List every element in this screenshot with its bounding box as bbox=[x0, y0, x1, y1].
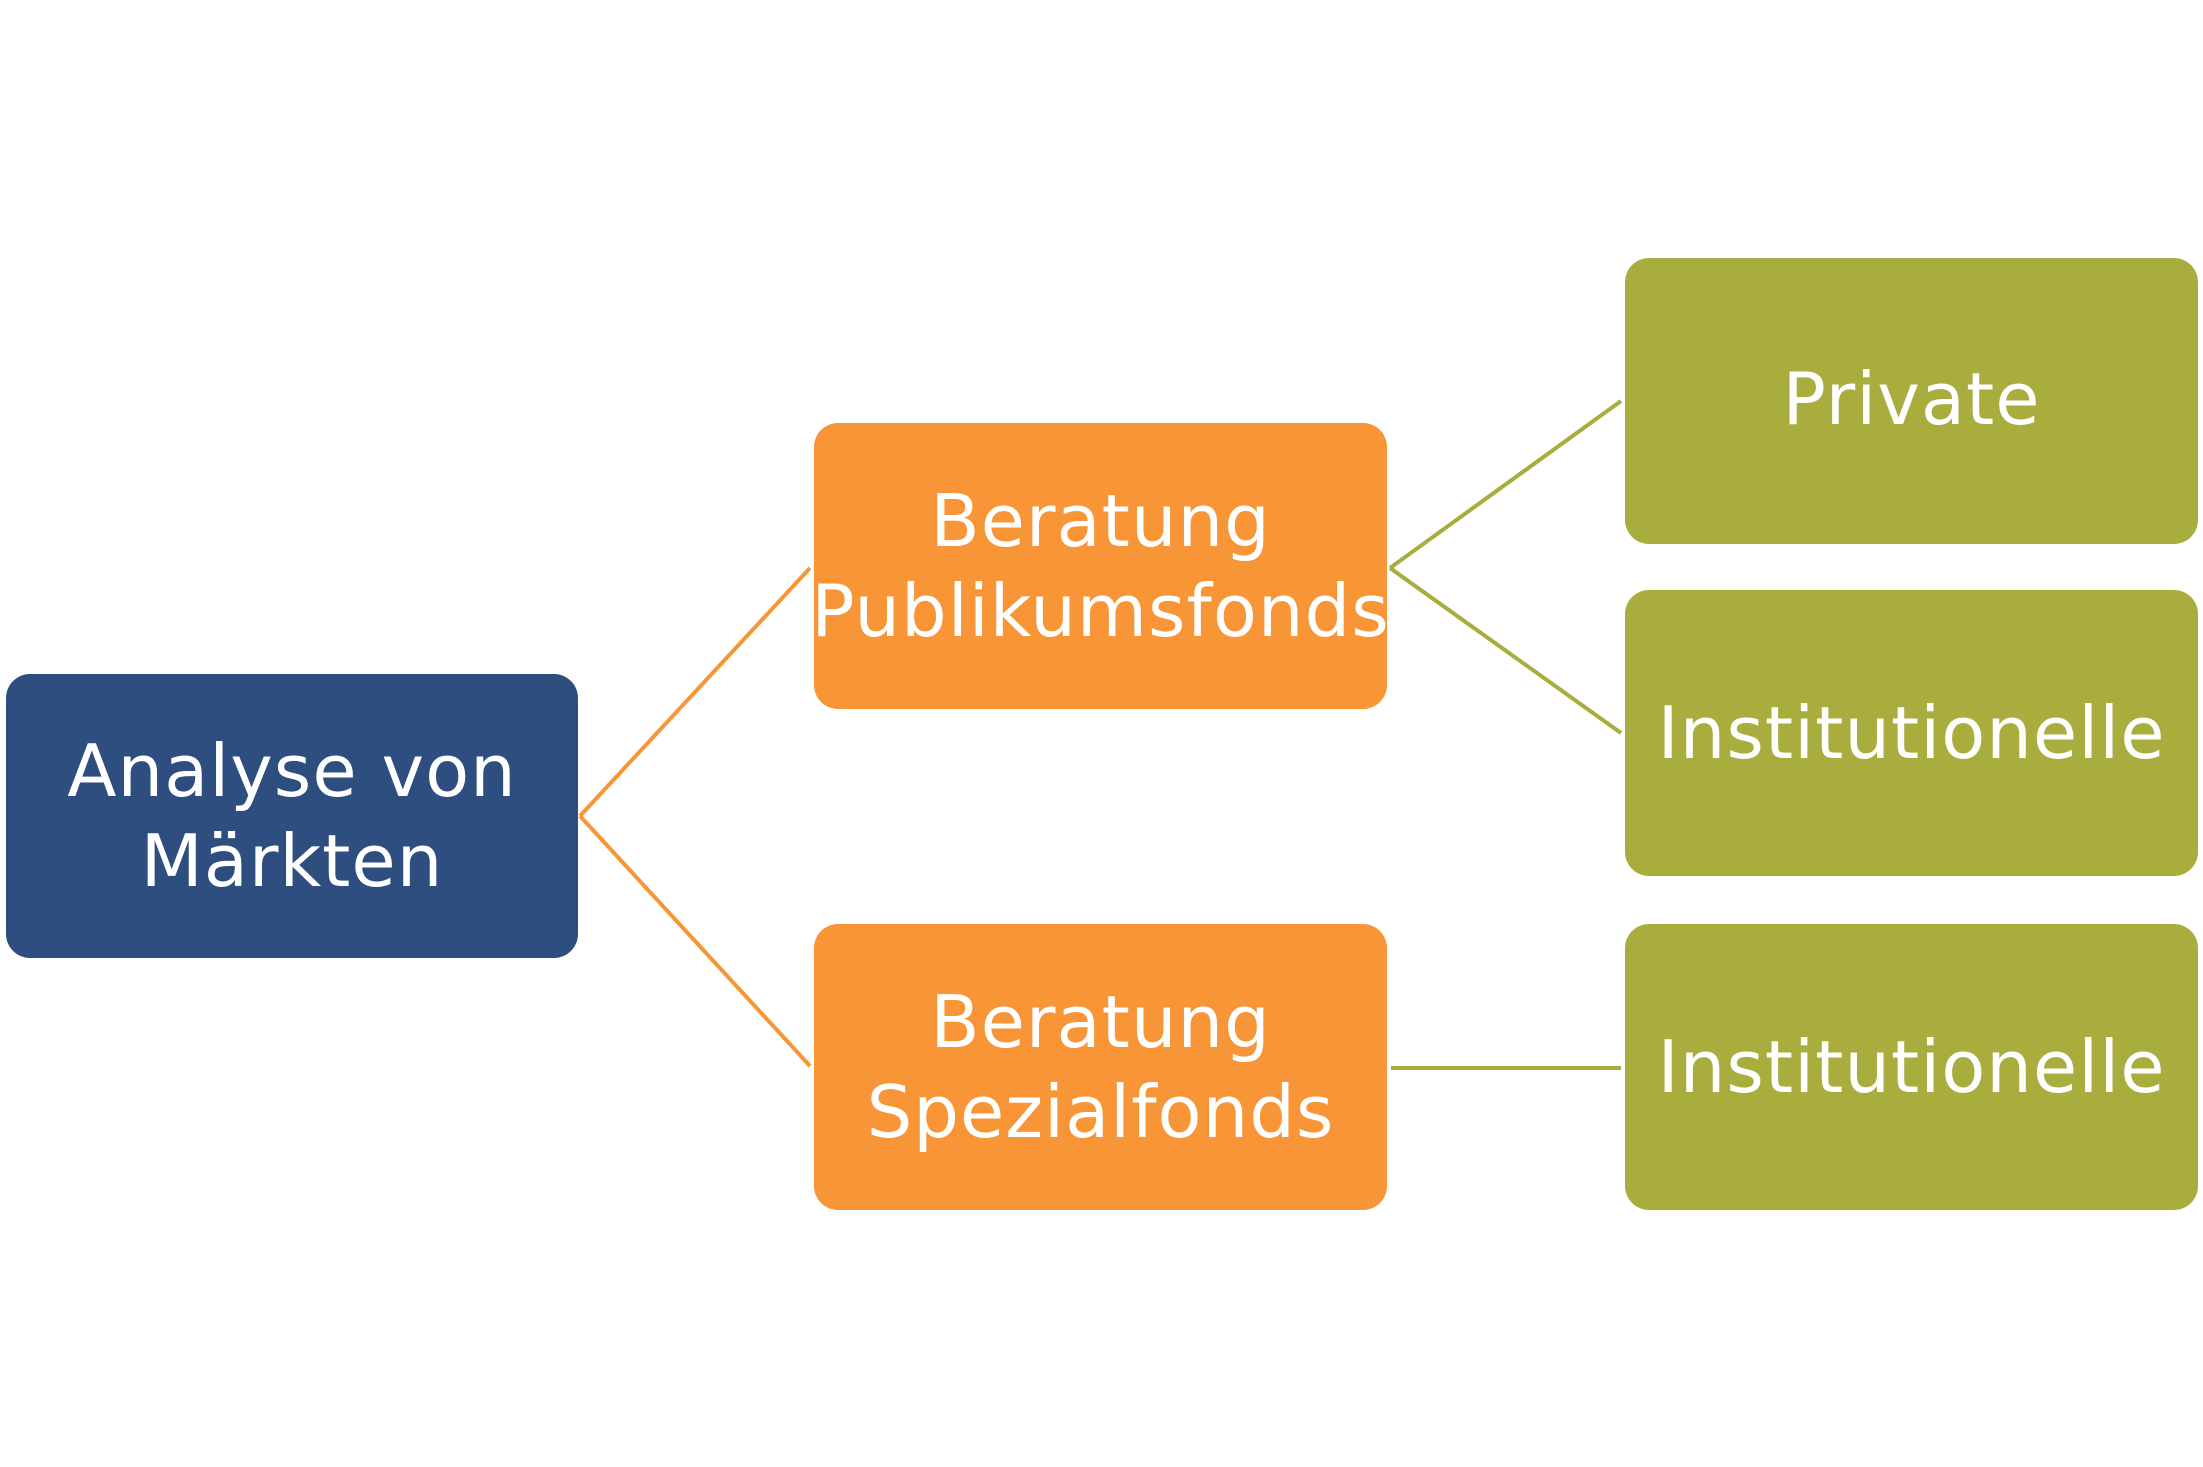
connector-publikumsfonds-to-private bbox=[1388, 399, 1623, 570]
node-private: Private bbox=[1625, 258, 2198, 544]
connector-publikumsfonds-to-institutionelle bbox=[1388, 566, 1623, 735]
node-institutionelle-publikumsfonds: Institutionelle bbox=[1625, 590, 2198, 876]
node-institutionelle-spezialfonds: Institutionelle bbox=[1625, 924, 2198, 1210]
connector-root-to-spezialfonds bbox=[578, 814, 812, 1068]
node-analyse-von-maerkten: Analyse von Märkten bbox=[6, 674, 578, 958]
node-beratung-spezialfonds: Beratung Spezialfonds bbox=[814, 924, 1387, 1210]
node-beratung-publikumsfonds: Beratung Publikumsfonds bbox=[811, 423, 1389, 709]
connector-root-to-publikumsfonds bbox=[578, 566, 812, 818]
